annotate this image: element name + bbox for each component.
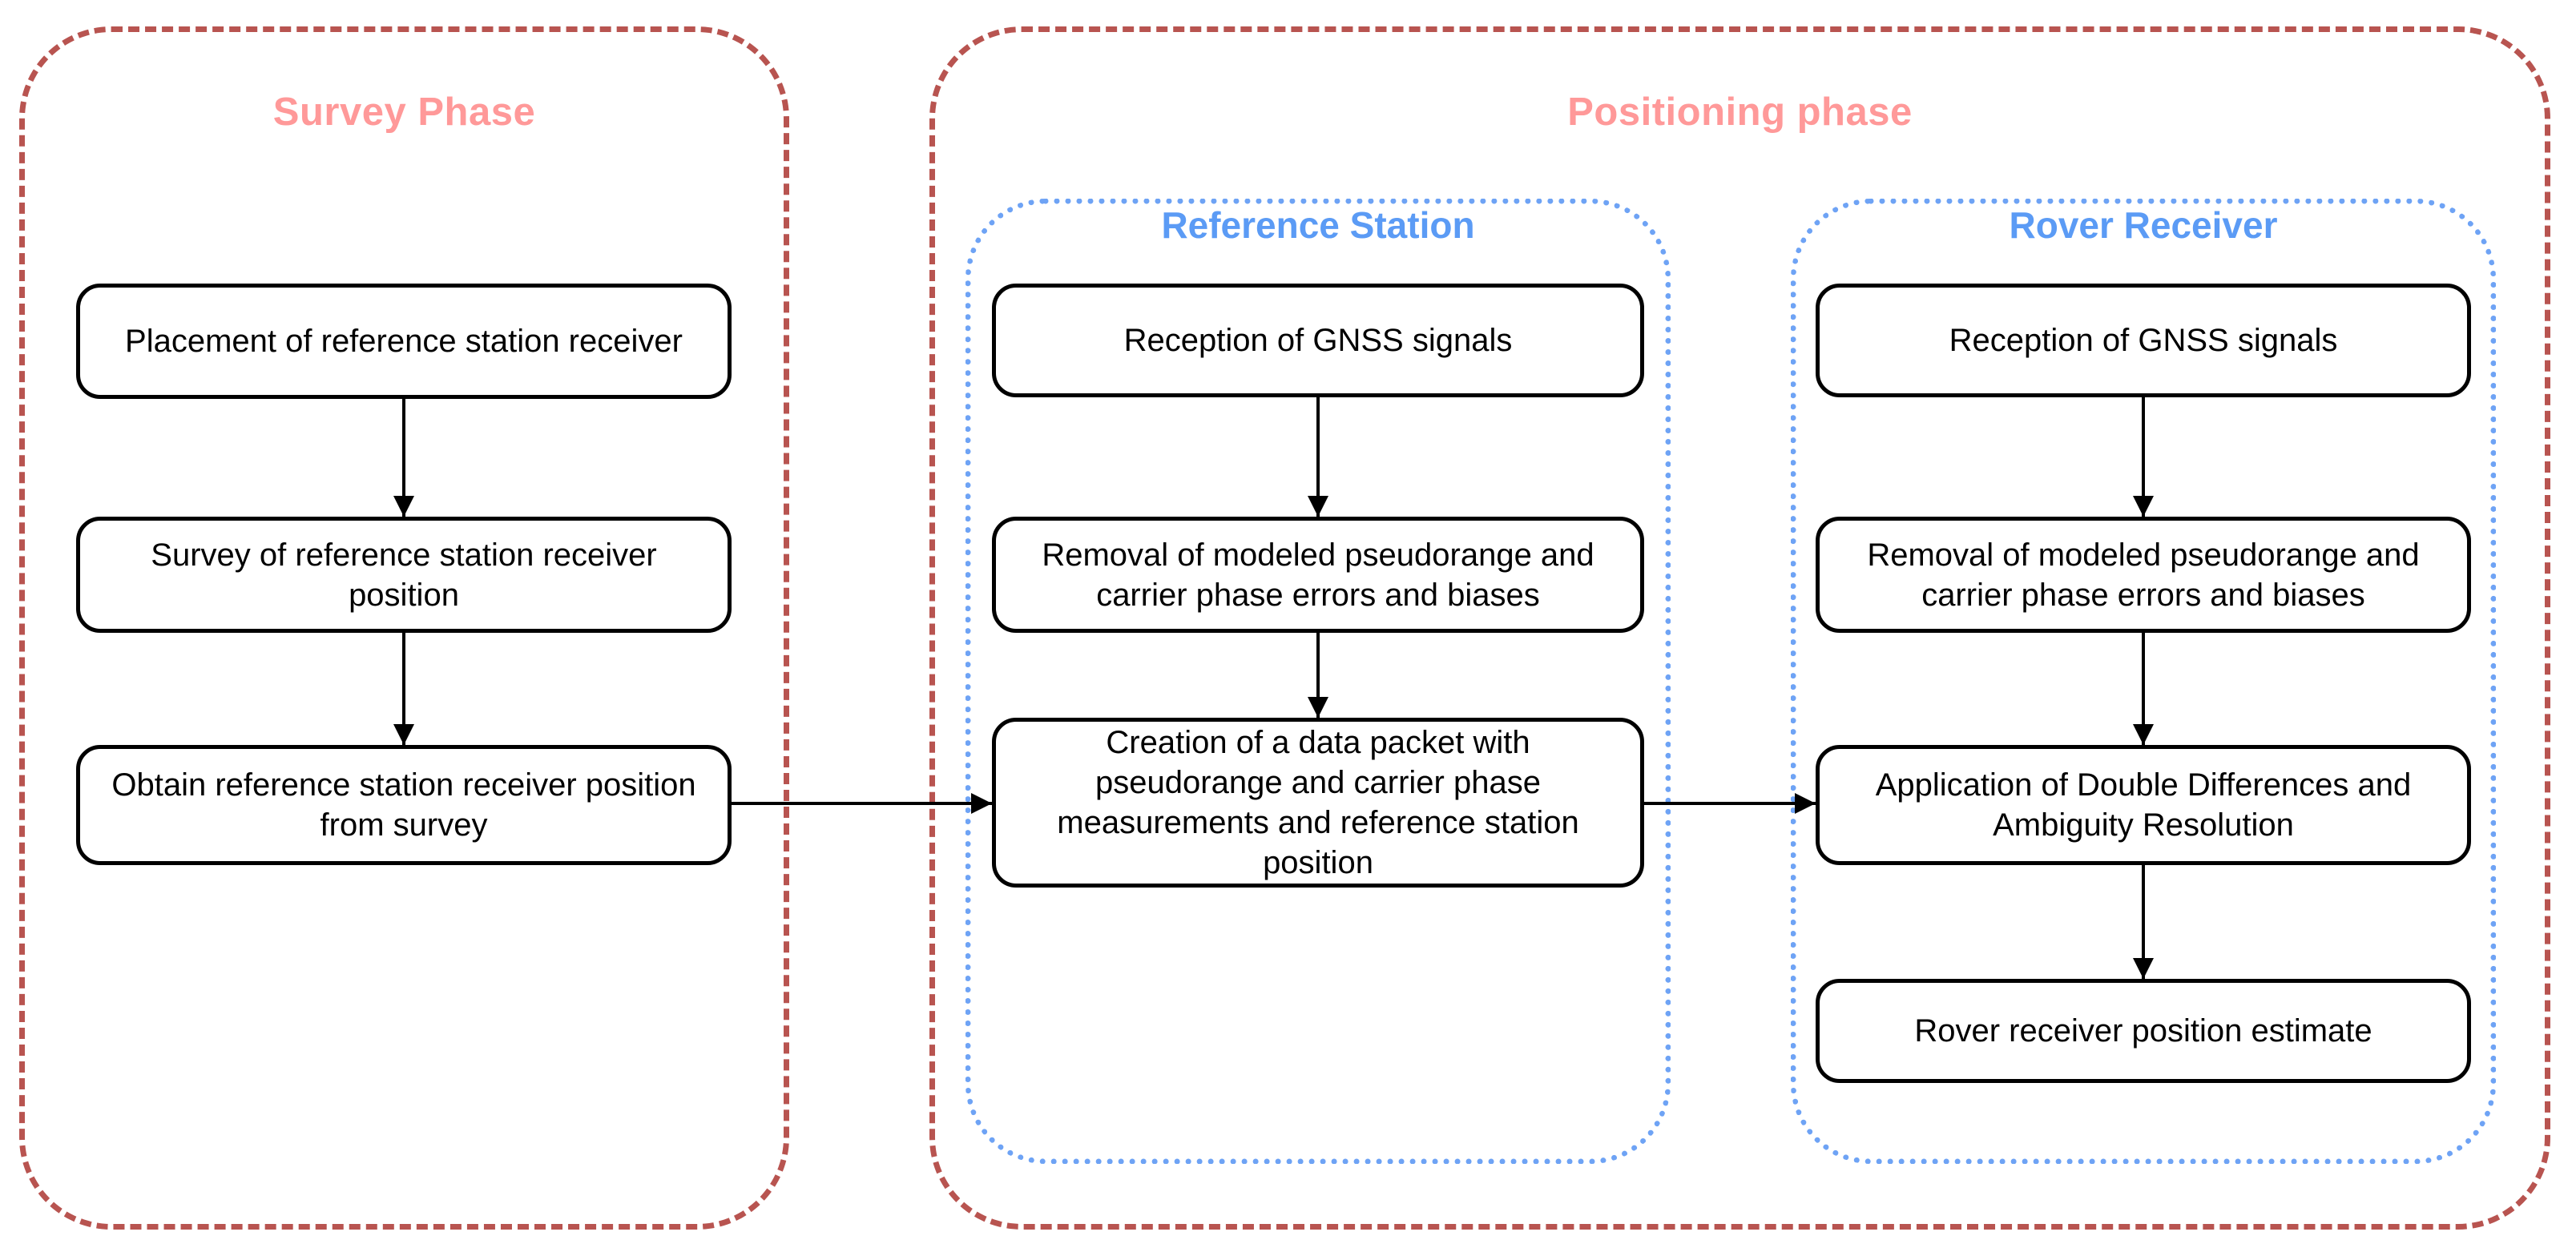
box-obtain-reference-position: Obtain reference station receiver positi…: [76, 745, 732, 865]
survey-phase-container: [19, 26, 789, 1230]
reference-station-group: [965, 199, 1671, 1164]
box-ref-reception-gnss: Reception of GNSS signals: [992, 284, 1644, 397]
box-survey-reference-position: Survey of reference station receiver pos…: [76, 517, 732, 633]
positioning-phase-container: [929, 26, 2550, 1230]
rover-receiver-title: Rover Receiver: [2009, 204, 2278, 246]
box-placement-reference-receiver: Placement of reference station receiver: [76, 284, 732, 399]
box-rover-position-estimate: Rover receiver position estimate: [1816, 979, 2471, 1083]
positioning-phase-title: Positioning phase: [1567, 91, 1913, 134]
box-rover-removal-errors: Removal of modeled pseudorange and carri…: [1816, 517, 2471, 633]
reference-station-title: Reference Station: [1161, 204, 1475, 246]
box-rover-double-differences: Application of Double Differences and Am…: [1816, 745, 2471, 865]
box-ref-removal-errors: Removal of modeled pseudorange and carri…: [992, 517, 1644, 633]
box-ref-creation-data-packet: Creation of a data packet with pseudoran…: [992, 718, 1644, 888]
box-rover-reception-gnss: Reception of GNSS signals: [1816, 284, 2471, 397]
survey-phase-title: Survey Phase: [272, 91, 536, 134]
rover-receiver-group: [1791, 199, 2496, 1164]
